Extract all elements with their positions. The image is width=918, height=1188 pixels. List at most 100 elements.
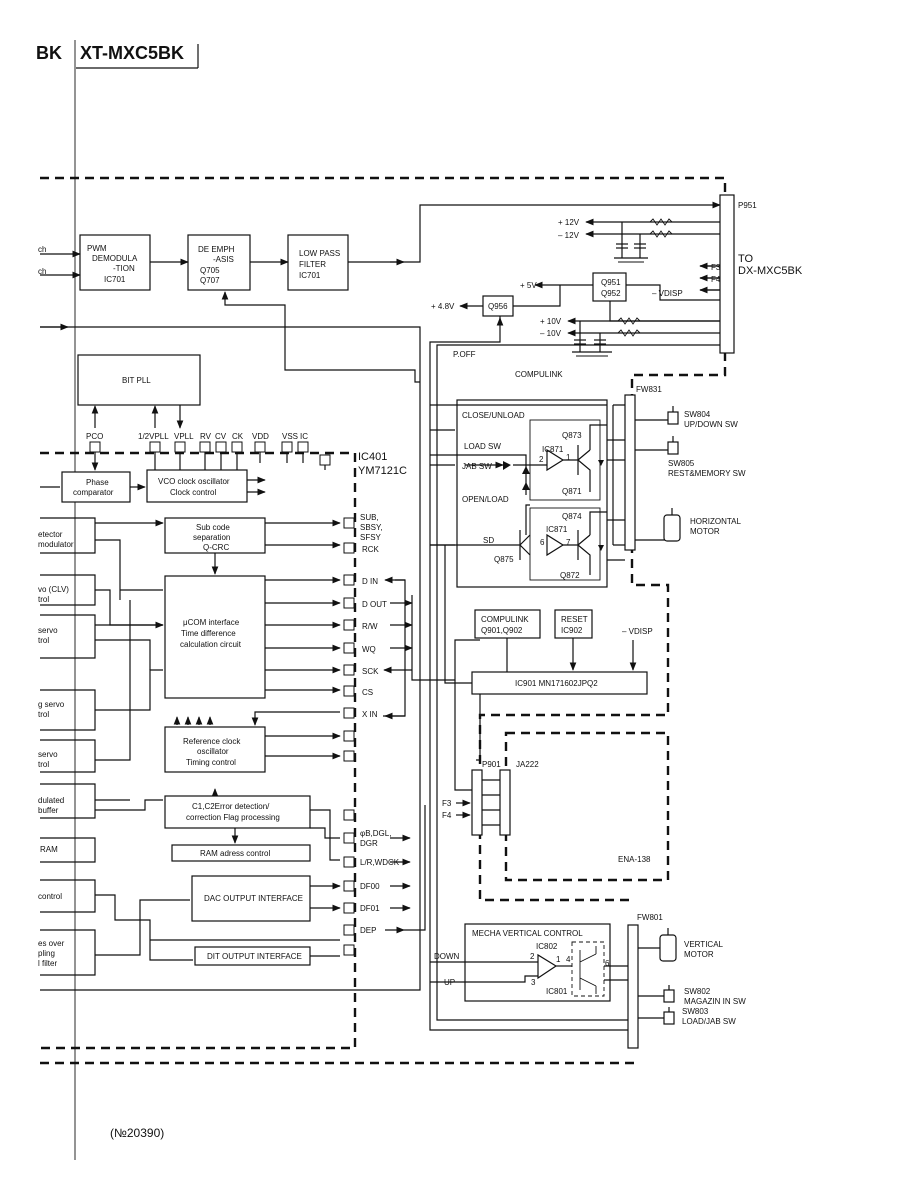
ena138-label: ENA-138 [618,855,651,864]
svg-text:pling: pling [38,949,55,958]
svg-text:1: 1 [566,453,571,462]
horizontal-motor-icon [663,508,681,542]
svg-text:φB,DGL,: φB,DGL, [360,829,391,838]
jab-sw-label: JAB SW [462,462,492,471]
svg-text:BIT PLL: BIT PLL [122,376,151,385]
svg-text:trol: trol [38,760,49,769]
svg-text:separation: separation [193,533,230,542]
pwm-demod-block [79,234,151,291]
svg-text:Q-CRC: Q-CRC [203,543,229,552]
svg-text:PWM: PWM [87,244,107,253]
vdisp2-label: – VDISP [622,627,653,636]
svg-text:l filter: l filter [38,959,57,968]
svg-text:1: 1 [556,955,561,964]
svg-text:D OUT: D OUT [362,600,387,609]
dac-output-block [191,875,311,922]
phase-comparator-block [61,471,131,503]
svg-text:DAC OUTPUT INTERFACE: DAC OUTPUT INTERFACE [204,894,303,903]
svg-text:Q951: Q951 [601,278,621,287]
p901-wires [456,779,500,826]
svg-text:WQ: WQ [362,645,376,654]
svg-text:RESET: RESET [561,615,588,624]
svg-text:P951: P951 [738,201,757,210]
mecha-circuit [430,941,628,997]
svg-text:ch: ch [38,245,46,254]
svg-text:servo: servo [38,750,58,759]
vco-clock-block [146,469,248,503]
svg-text:dulated: dulated [38,796,64,805]
svg-text:COMPULINK: COMPULINK [481,615,529,624]
f3b-label: F3 [442,799,452,808]
ucom-interface-block [164,575,266,699]
svg-text:Sub code: Sub code [196,523,230,532]
plus-4-8v-label: + 4.8V [431,302,455,311]
loading-circuit [430,419,625,581]
svg-text:CS: CS [362,688,373,697]
bit-pll-block [77,354,201,406]
svg-text:calculation circuit: calculation circuit [180,640,242,649]
close-unload-label: CLOSE/UNLOAD [462,411,525,420]
svg-text:7: 7 [566,538,571,547]
svg-text:SBSY,: SBSY, [360,523,383,532]
bit-pll-wires [91,405,184,429]
page-number: (№20390) [110,1126,164,1140]
vertical-motor-label: VERTICAL [684,940,724,949]
vdisp-label: – VDISP [652,289,683,298]
svg-text:PCO: PCO [86,432,103,441]
svg-text:DF01: DF01 [360,904,380,913]
header-model: XT-MXC5BK [80,43,184,63]
sw805-label: SW805 [668,459,695,468]
pll-pin-labels: PCO 1/2VPLL VPLL RV CV CK VDD VSS IC [86,432,308,441]
svg-text:IC902: IC902 [561,626,583,635]
f4b-label: F4 [442,811,452,820]
svg-text:-TION: -TION [113,264,135,273]
c1c2-error-block [164,795,311,829]
ic401-right-pins [343,517,355,956]
pll-internal-wires [40,452,266,496]
sw803-label: SW803 [682,1007,709,1016]
sw803-icon [638,1007,675,1025]
ic401-pin-labels: SUB, SBSY, SFSY RCK D IN D OUT R/W WQ SC… [360,513,400,935]
svg-text:VSS: VSS [282,432,298,441]
svg-text:P901: P901 [482,760,501,769]
svg-text:6: 6 [605,959,610,968]
svg-text:IC: IC [300,432,308,441]
audio-chain-wires [40,201,721,991]
svg-text:etector: etector [38,530,63,539]
svg-text:DEP: DEP [360,926,376,935]
svg-text:IC701: IC701 [299,271,321,280]
svg-text:VDD: VDD [252,432,269,441]
mechanism-boundary [478,352,727,902]
sw805-desc: REST&MEMORY SW [668,469,746,478]
svg-text:DE EMPH: DE EMPH [198,245,235,254]
svg-text:comparator: comparator [73,488,114,497]
svg-text:es over: es over [38,939,65,948]
svg-text:IC701: IC701 [104,275,126,284]
svg-text:Q952: Q952 [601,289,621,298]
svg-text:modulator: modulator [38,540,74,549]
ic401-output-wires [383,576,480,934]
svg-text:DEMODULA: DEMODULA [92,254,138,263]
outer-boundary-top [40,176,727,200]
svg-text:correction Flag processing: correction Flag processing [186,813,280,822]
plus-10v-label: + 10V [540,317,562,326]
svg-text:Q873: Q873 [562,431,582,440]
vertical-motor-icon [638,928,677,962]
ic401-internal-wires [95,519,341,961]
svg-text:RCK: RCK [362,545,380,554]
svg-text:2: 2 [539,455,544,464]
svg-text:DX-MXC5BK: DX-MXC5BK [738,265,803,277]
svg-text:4: 4 [566,955,571,964]
left-edge-labels: ch ch etector modulator vo (CLV) trol se… [38,245,74,968]
svg-text:3: 3 [531,978,536,987]
svg-text:DIT OUTPUT INTERFACE: DIT OUTPUT INTERFACE [207,952,302,961]
sw804-label: SW804 [684,410,711,419]
svg-text:MECHA VERTICAL CONTROL: MECHA VERTICAL CONTROL [472,929,583,938]
svg-text:Timing control: Timing control [186,758,236,767]
compulink-block [474,609,541,639]
fw831-wires [612,404,668,546]
load-sw-label: LOAD SW [464,442,501,451]
plus-5v-label: + 5V [520,281,537,290]
svg-text:Reference clock: Reference clock [183,737,241,746]
